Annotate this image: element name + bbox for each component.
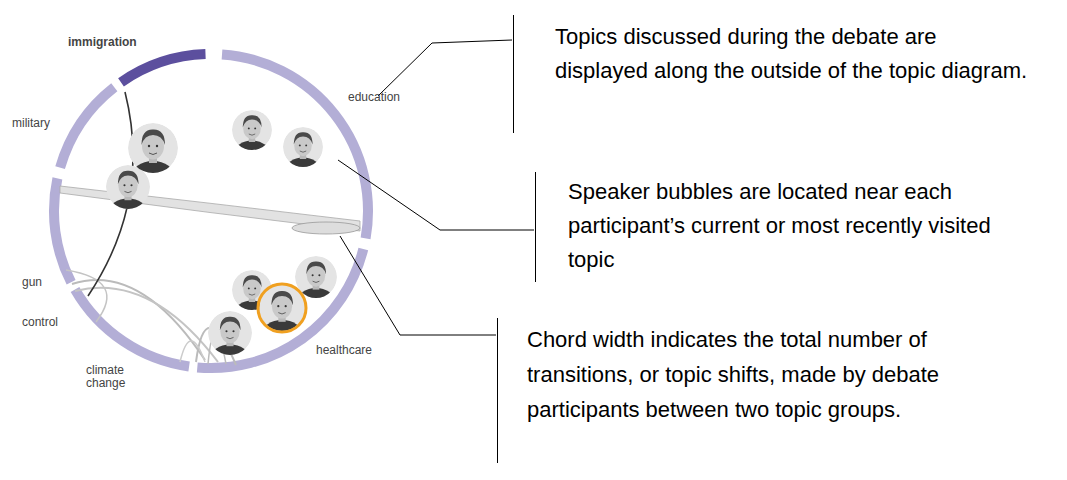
callout-text: Topics discussed during the debate are d… — [555, 20, 1035, 88]
topic-label: climate change — [86, 364, 138, 390]
chord — [66, 270, 107, 322]
speaker-bubble — [106, 165, 150, 227]
topic-label: immigration — [68, 35, 137, 49]
speaker-bubble — [283, 127, 323, 183]
chord — [75, 288, 218, 362]
callout-text: Chord width indicates the total number o… — [527, 322, 997, 427]
speaker-bubble — [208, 311, 252, 373]
topic-label: gun control — [22, 262, 72, 342]
speaker-bubble — [128, 123, 178, 193]
speaker-bubbles — [106, 110, 337, 373]
chord — [180, 341, 205, 362]
topic-label: healthcare — [316, 343, 372, 357]
topic-arc — [121, 54, 206, 82]
leader-lines — [338, 15, 536, 463]
topic-label: education — [348, 90, 400, 104]
topic-arc — [60, 87, 114, 167]
leader-line — [378, 40, 512, 96]
speaker-bubble — [232, 110, 272, 166]
topic-label: military — [12, 116, 50, 130]
active-speaker-ring — [258, 284, 306, 332]
leader-line — [338, 160, 534, 230]
chord — [292, 222, 360, 234]
callout-bar — [513, 15, 514, 133]
topic-ring — [54, 54, 368, 368]
callout-text: Speaker bubbles are located near each pa… — [568, 175, 1038, 277]
speaker-bubble — [259, 285, 305, 349]
topic-arc — [75, 290, 189, 367]
callout-bar — [497, 318, 498, 463]
callout-bar — [535, 172, 536, 282]
leader-line — [340, 236, 496, 335]
